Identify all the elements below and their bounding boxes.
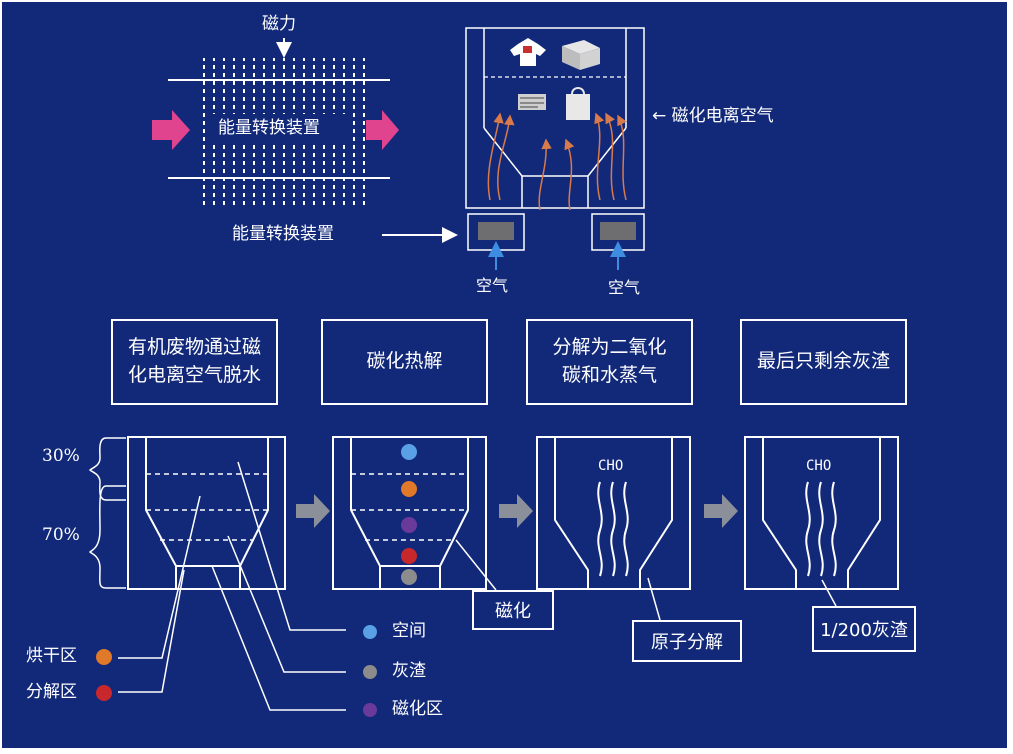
furnace-3 [536, 436, 691, 590]
box-icon [562, 40, 600, 70]
dot-magnetize [401, 517, 417, 533]
chamber-diagram [382, 27, 645, 270]
scale-70-label: 70% [42, 525, 80, 545]
callout-ash: 1/200灰渣 [812, 606, 916, 652]
zone-label-decompose: 分解区 [26, 682, 77, 702]
device-label: 能量转换装置 [218, 118, 320, 138]
step-box-4: 最后只剩余灰渣 [740, 319, 907, 405]
dot-ash [401, 569, 417, 585]
furnace-2 [332, 436, 487, 590]
air-right-label: 空气 [608, 278, 641, 297]
legend-dot-space [363, 625, 377, 639]
callout-atomic: 原子分解 [632, 620, 742, 662]
cho-label-3: CHO [598, 458, 624, 474]
magnetic-force-label: 磁力 [262, 14, 296, 34]
zone-dot-dry [96, 649, 112, 665]
cho-label-4: CHO [806, 458, 832, 474]
ionized-air-label: ← 磁化电离空气 [652, 106, 774, 126]
legend-dot-ash [363, 665, 377, 679]
air-left-label: 空气 [476, 276, 509, 295]
leader-lines [118, 461, 837, 711]
chamber-outer [465, 27, 645, 209]
steam-lines-4 [805, 481, 837, 577]
scale-30-label: 30% [42, 446, 80, 466]
device-label-bg [212, 114, 352, 142]
zone-label-dry: 烘干区 [26, 646, 77, 666]
steam-lines-3 [597, 481, 629, 577]
furnace-1 [127, 436, 286, 590]
legend-label-magnetize: 磁化区 [392, 699, 443, 719]
pink-arrow-left-icon [152, 110, 190, 150]
callout-magnetize: 磁化 [472, 590, 554, 630]
dot-decompose [401, 548, 417, 564]
legend-label-ash: 灰渣 [392, 661, 426, 681]
legend-dot-magnetize [363, 703, 377, 717]
device-pointer-label: 能量转换装置 [232, 224, 334, 244]
bag-icon [566, 87, 590, 120]
step-box-2: 碳化热解 [321, 319, 488, 405]
gray-arrow-3-icon [704, 494, 738, 528]
scale-bracket [88, 437, 126, 589]
shirt-icon [510, 38, 546, 66]
pink-arrow-right-icon [366, 110, 399, 150]
furnace-4 [744, 436, 899, 590]
dot-dry [401, 481, 417, 497]
legend-label-space: 空间 [392, 621, 426, 641]
step-box-1: 有机废物通过磁 化电离空气脱水 [111, 319, 278, 405]
newspaper-icon [518, 94, 546, 110]
zone-dot-decompose [96, 685, 112, 701]
step-box-3: 分解为二氧化 碳和水蒸气 [526, 319, 693, 405]
gray-arrow-2-icon [499, 494, 533, 528]
dot-space [401, 444, 417, 460]
energy-device-diagram [152, 38, 399, 208]
gray-arrow-1-icon [296, 494, 330, 528]
